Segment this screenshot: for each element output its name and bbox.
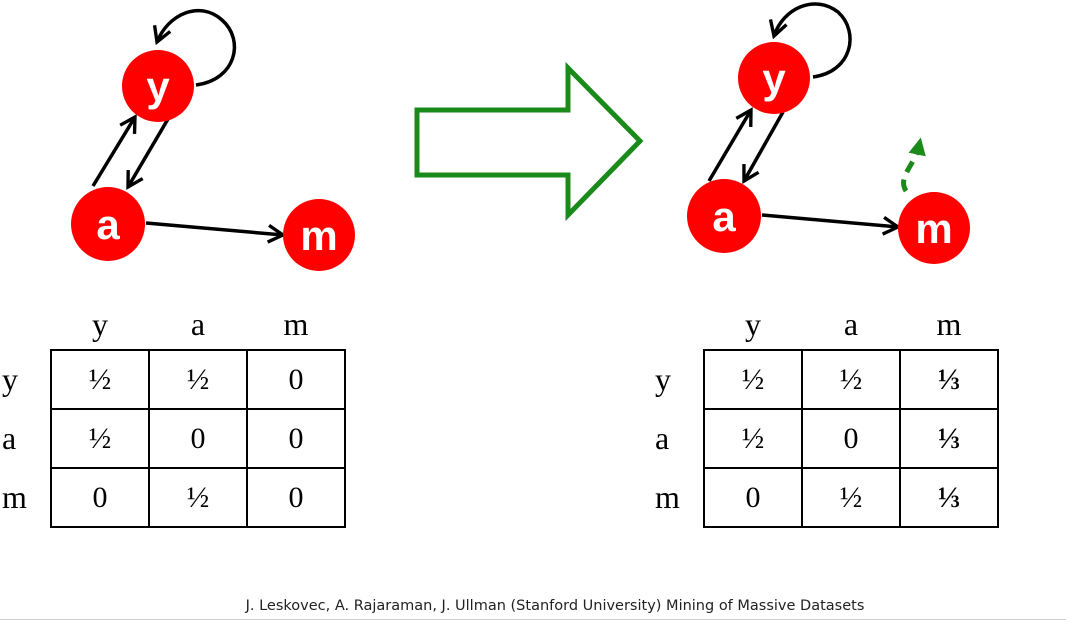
right-matrix-row: y ½ ½ ⅓ bbox=[655, 349, 999, 410]
left-node-y-label: y bbox=[146, 63, 170, 110]
right-node-m-label: m bbox=[915, 205, 952, 252]
right-transition-matrix: y a m y ½ ½ ⅓ a ½ 0 ⅓ m 0 ½ ⅓ bbox=[655, 299, 999, 528]
right-teleport-edge bbox=[901, 137, 926, 193]
right-matrix-row-header: a bbox=[655, 420, 670, 456]
right-matrix-cell-teleport: ⅓ bbox=[899, 408, 999, 469]
left-node-y bbox=[122, 50, 194, 122]
right-edge-a-to-m bbox=[761, 213, 902, 236]
left-matrix-row-header: y bbox=[2, 361, 18, 397]
right-matrix-cell-teleport: ⅓ bbox=[899, 467, 999, 528]
footer-citation: J. Leskovec, A. Rajaraman, J. Ullman (St… bbox=[245, 598, 865, 614]
left-matrix-cell: 0 bbox=[246, 408, 346, 469]
left-edge-y-self-loop bbox=[152, 8, 237, 87]
left-matrix-cell: ½ bbox=[50, 349, 150, 410]
left-matrix-row: y ½ ½ 0 bbox=[2, 349, 346, 410]
left-matrix-row: a ½ 0 0 bbox=[2, 408, 346, 469]
right-node-m bbox=[898, 192, 970, 264]
left-matrix-row: m 0 ½ 0 bbox=[2, 467, 346, 528]
right-graph: y a m bbox=[687, 2, 970, 264]
left-node-a-label: a bbox=[96, 201, 120, 248]
right-matrix-row-header: m bbox=[655, 479, 680, 515]
left-node-m-label: m bbox=[300, 212, 337, 259]
right-node-y-label: y bbox=[762, 55, 786, 102]
right-matrix-row: m 0 ½ ⅓ bbox=[655, 467, 999, 528]
right-matrix-cell: ½ bbox=[801, 349, 901, 410]
footer-divider bbox=[0, 619, 1066, 620]
left-edge-y-to-a bbox=[126, 118, 170, 190]
left-matrix-cell: 0 bbox=[246, 467, 346, 528]
left-matrix-cell: ½ bbox=[50, 408, 150, 469]
left-matrix-cell: ½ bbox=[148, 467, 248, 528]
right-edge-a-to-y bbox=[707, 107, 753, 182]
right-matrix-cell: ½ bbox=[703, 349, 803, 410]
right-matrix-cell-teleport: ⅓ bbox=[899, 349, 999, 410]
left-matrix-cell: ½ bbox=[148, 349, 248, 410]
left-matrix-row-header: m bbox=[2, 479, 27, 515]
right-matrix-row-header: y bbox=[655, 361, 671, 397]
right-node-a bbox=[687, 179, 761, 253]
right-matrix-cell: ½ bbox=[801, 467, 901, 528]
left-node-a bbox=[71, 187, 145, 261]
right-matrix-cell: 0 bbox=[703, 467, 803, 528]
right-matrix-cell: 0 bbox=[801, 408, 901, 469]
left-matrix-cell: 0 bbox=[148, 408, 248, 469]
left-edge-a-to-y bbox=[91, 114, 137, 187]
left-edge-a-to-m bbox=[145, 221, 287, 244]
left-matrix-row-header: a bbox=[2, 420, 17, 456]
right-edge-y-to-a bbox=[742, 111, 785, 184]
left-transition-matrix: y a m y ½ ½ 0 a ½ 0 0 m 0 ½ 0 bbox=[2, 299, 346, 528]
left-matrix-col-header: m bbox=[283, 305, 309, 342]
right-matrix-cell: ½ bbox=[703, 408, 803, 469]
right-node-y bbox=[738, 42, 810, 114]
left-graph: y a m bbox=[71, 8, 355, 271]
right-node-a-label: a bbox=[712, 193, 736, 240]
transform-arrow bbox=[414, 61, 644, 222]
right-matrix-row: a ½ 0 ⅓ bbox=[655, 408, 999, 469]
left-matrix-cell: 0 bbox=[50, 467, 150, 528]
left-node-m bbox=[283, 199, 355, 271]
right-edge-y-self-loop bbox=[768, 2, 852, 79]
right-matrix-col-header: m bbox=[936, 305, 962, 342]
left-matrix-col-header: a bbox=[190, 305, 206, 342]
left-matrix-cell: 0 bbox=[246, 349, 346, 410]
right-matrix-col-header: y bbox=[745, 305, 761, 342]
right-matrix-col-header: a bbox=[843, 305, 859, 342]
left-matrix-col-header: y bbox=[92, 305, 108, 342]
